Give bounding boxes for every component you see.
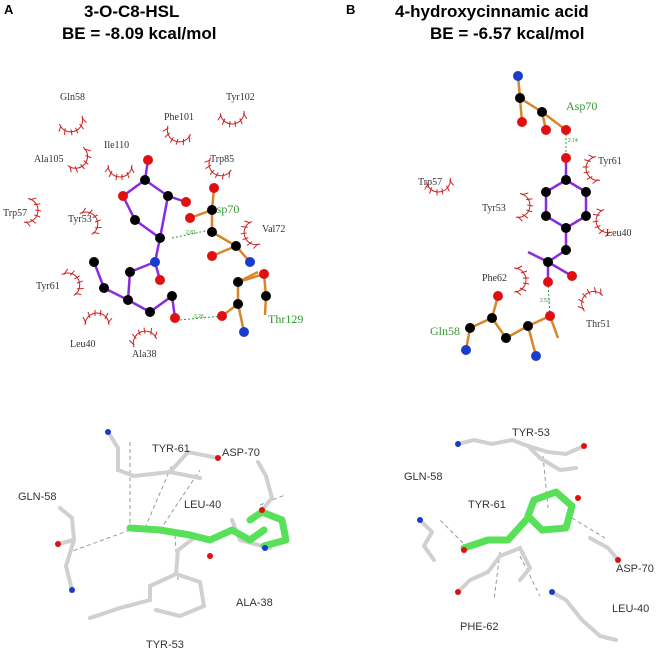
- hydrophobic-arc-ala38: [126, 323, 160, 349]
- label-ala-38: ALA-38: [236, 597, 273, 609]
- residue-label-ile110: Ile110: [104, 140, 129, 151]
- hydrophobic-arc-phe101: [159, 124, 193, 150]
- panel-a-letter: A: [4, 2, 14, 17]
- hbond-distance: 2.81: [186, 230, 196, 236]
- hydrophobic-arc-tyr61: [60, 264, 89, 299]
- residue-label-trp57: Trp57: [418, 177, 442, 188]
- panel-b-ligand-name: 4-hydroxycinnamic acid: [395, 2, 589, 21]
- panel-a-binding-energy: BE = -8.09 kcal/mol: [62, 24, 217, 43]
- residue-label-ala38: Ala38: [132, 349, 156, 360]
- label-tyr-53: TYR-53: [146, 639, 184, 651]
- residue-label-gln58: Gln58: [430, 324, 460, 338]
- ligand-stick: [126, 508, 290, 550]
- atoms: [89, 155, 271, 337]
- hydrophobic-arc-thr51: [572, 281, 606, 313]
- residue-sticks: [418, 437, 620, 642]
- hydrophobic-arc-tyr53: [514, 191, 536, 224]
- label-leu-40: LEU-40: [612, 603, 649, 615]
- residue-label-tyr102: Tyr102: [226, 92, 255, 103]
- label-tyr-53: TYR-53: [512, 427, 550, 439]
- label-tyr-61: TYR-61: [152, 443, 190, 455]
- residue-label-trp85: Trp85: [210, 154, 234, 165]
- panel-b-2d-diagram: Trp57 Tyr53 Tyr61 Leu40 Phe62 Thr51 Asp7…: [418, 71, 632, 361]
- residue-label-tyr53: Tyr53: [482, 203, 506, 214]
- hydrophobic-arc-ile110: [104, 164, 135, 181]
- residue-label-phe101: Phe101: [164, 112, 194, 123]
- hydrophobic-arc-gln58: [56, 114, 90, 140]
- hydrophobic-arc-tyr102: [216, 110, 248, 129]
- hbond-distance: 2.74: [568, 138, 578, 144]
- residue-label-thr129: Thr129: [268, 312, 303, 326]
- residue-label-tyr61: Tyr61: [598, 156, 622, 167]
- residue-label-thr51: Thr51: [586, 319, 610, 330]
- panel-b-3d-view: TYR-53 GLN-58 TYR-61 ASP-70 PHE-62 LEU-4…: [404, 427, 654, 642]
- label-asp-70: ASP-70: [616, 563, 654, 575]
- panel-a-ligand-name: 3-O-C8-HSL: [84, 2, 180, 21]
- residue-label-tyr61: Tyr61: [36, 281, 60, 292]
- label-gln-58: GLN-58: [404, 471, 443, 483]
- panel-a-2d-diagram: Gln58 Phe101 Tyr102 Ala105 Ile110 Trp85 …: [3, 92, 303, 360]
- residue-label-trp57: Trp57: [3, 208, 27, 219]
- atoms: [461, 71, 591, 361]
- panel-a-3d-view: TYR-61 ASP-70 GLN-58 LEU-40 TYR-53 ALA-3…: [18, 429, 290, 651]
- label-tyr-61: TYR-61: [468, 499, 506, 511]
- residue-label-gln58: Gln58: [60, 92, 85, 103]
- residue-label-asp70: Asp70: [566, 99, 597, 113]
- residue-label-leu40: Leu40: [70, 339, 96, 350]
- hydrophobic-arc-ala105: [65, 145, 97, 178]
- residue-label-tyr53: Tyr53: [68, 214, 92, 225]
- residue-label-ala105: Ala105: [34, 154, 63, 165]
- label-phe-62: PHE-62: [460, 621, 499, 633]
- hydrophobic-arc-phe62: [513, 265, 530, 296]
- label-asp-70: ASP-70: [222, 447, 260, 459]
- hbond-line: [179, 315, 223, 321]
- panel-b-binding-energy: BE = -6.57 kcal/mol: [430, 24, 585, 43]
- label-leu-40: LEU-40: [184, 499, 221, 511]
- ligand-stick: [460, 488, 576, 552]
- ligand-bonds: [527, 158, 588, 282]
- hbond-line: [171, 229, 211, 239]
- residue-sticks: [56, 430, 275, 620]
- hydrophobic-arc-leu40: [82, 309, 113, 326]
- hbond-distance: 2.53: [540, 298, 550, 304]
- label-gln-58: GLN-58: [18, 491, 57, 503]
- hbond-distance: 3.26: [194, 314, 204, 320]
- hbond-line: [547, 281, 551, 317]
- residue-label-phe62: Phe62: [482, 273, 507, 284]
- residue-label-leu40: Leu40: [606, 228, 632, 239]
- panel-b-letter: B: [346, 2, 356, 17]
- residue-label-val72: Val72: [262, 224, 285, 235]
